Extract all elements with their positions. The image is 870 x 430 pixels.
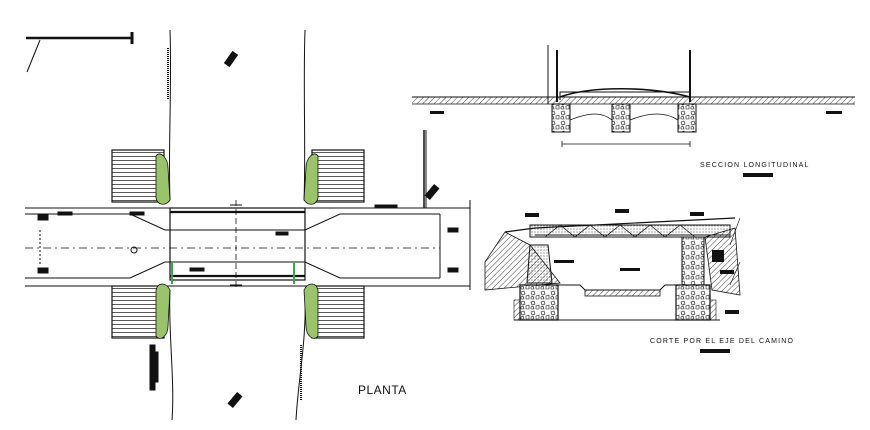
road-axis-section-title: CORTE POR EL EJE DEL CAMINO <box>650 338 795 345</box>
road-axis-section-scale-bar <box>700 349 730 353</box>
plan-title: PLANTA <box>358 383 407 397</box>
longitudinal-section-title: SECCION LONGITUDINAL <box>700 162 810 169</box>
north-arrow-icon <box>26 32 134 73</box>
road-axis-section <box>484 209 741 321</box>
section-marker-icon <box>223 50 440 408</box>
vegetation-strips <box>155 153 319 339</box>
longitudinal-section <box>412 45 855 147</box>
plan-view <box>25 29 471 421</box>
longitudinal-section-scale-bar <box>743 173 773 177</box>
